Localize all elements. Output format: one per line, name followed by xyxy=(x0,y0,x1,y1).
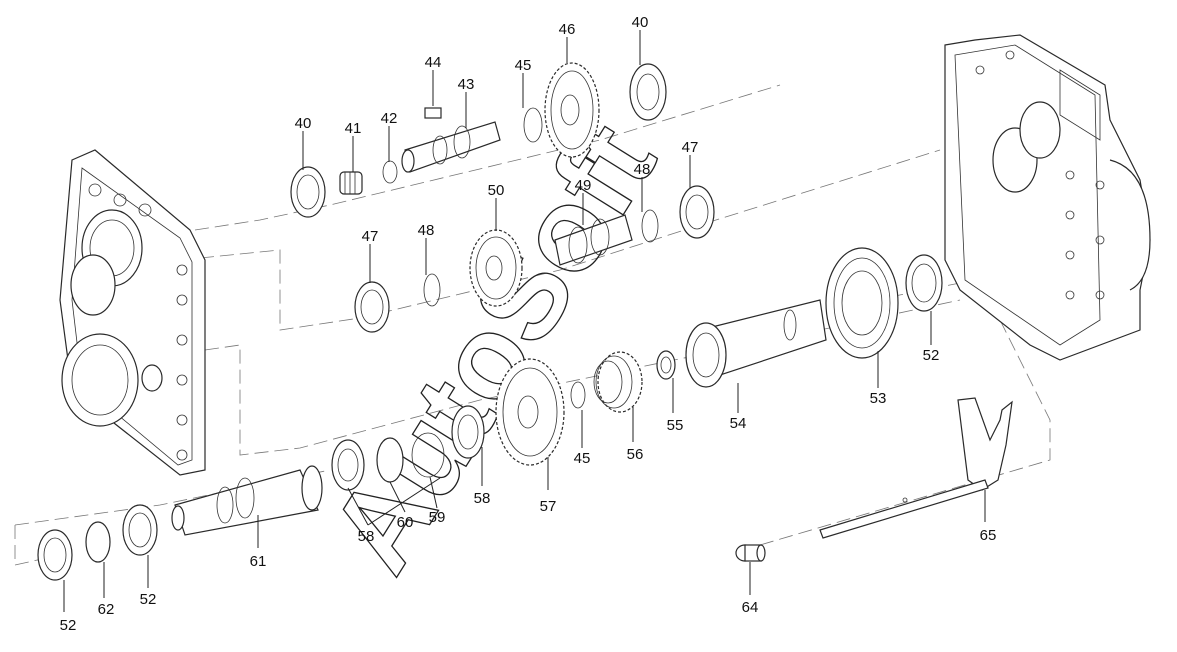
shaft-43 xyxy=(401,121,501,173)
callout-44: 44 xyxy=(425,54,442,71)
callout-42: 42 xyxy=(381,110,398,127)
callout-45-upper: 45 xyxy=(515,57,532,74)
gear-50 xyxy=(469,229,523,307)
callout-52-lower-right: 52 xyxy=(140,591,157,608)
callout-64: 64 xyxy=(742,599,759,616)
callout-45-lower: 45 xyxy=(574,450,591,467)
callout-61: 61 xyxy=(250,553,267,570)
callout-62: 62 xyxy=(98,601,115,618)
callout-49: 49 xyxy=(575,177,592,194)
left-housing-cover xyxy=(59,149,206,476)
callout-57: 57 xyxy=(540,498,557,515)
callout-52-upper: 52 xyxy=(923,347,940,364)
bearing-40-left xyxy=(290,166,326,218)
callout-41: 41 xyxy=(345,120,362,137)
bushing-64 xyxy=(735,544,766,562)
bearing-58-lower xyxy=(331,439,365,491)
shaft-49 xyxy=(554,214,633,266)
ring-62 xyxy=(85,521,111,563)
callout-48-right: 48 xyxy=(634,161,651,178)
right-main-housing xyxy=(944,34,1151,361)
snap-ring-48-right xyxy=(641,209,659,243)
bearing-40-right xyxy=(629,63,667,121)
callout-54: 54 xyxy=(730,415,747,432)
ring-55 xyxy=(656,350,676,380)
bearing-52-upper xyxy=(905,254,943,312)
bearing-47-right xyxy=(679,185,715,239)
callout-40-left: 40 xyxy=(295,115,312,132)
shift-fork-65 xyxy=(819,397,1013,539)
callout-52-lower-left: 52 xyxy=(60,617,77,634)
callout-58-upper: 58 xyxy=(474,490,491,507)
callout-65: 65 xyxy=(980,527,997,544)
bearing-52-lower-right xyxy=(122,504,158,556)
snap-ring-42 xyxy=(382,160,398,184)
gear-46 xyxy=(544,62,600,158)
callout-53: 53 xyxy=(870,390,887,407)
callout-59: 59 xyxy=(429,509,446,526)
bearing-47-left xyxy=(354,281,390,333)
shaft-61 xyxy=(171,465,323,536)
callout-47-left: 47 xyxy=(362,228,379,245)
callout-labels: 40 41 42 44 43 45 46 40 47 48 50 49 48 4… xyxy=(60,14,997,634)
callout-60: 60 xyxy=(397,514,414,531)
callout-58-lower: 58 xyxy=(358,528,375,545)
leader-lines xyxy=(63,30,986,612)
bearing-52-lower-left xyxy=(37,529,73,581)
bearing-53 xyxy=(825,247,899,359)
snap-ring-45-lower xyxy=(570,381,586,409)
callout-46: 46 xyxy=(559,21,576,38)
callout-56: 56 xyxy=(627,446,644,463)
callout-47-right: 47 xyxy=(682,139,699,156)
snap-ring-59 xyxy=(411,432,445,478)
key-44 xyxy=(424,107,442,119)
callout-48-left: 48 xyxy=(418,222,435,239)
callout-55: 55 xyxy=(667,417,684,434)
callout-40-right: 40 xyxy=(632,14,649,31)
gear-57 xyxy=(495,358,565,466)
ring-60 xyxy=(376,437,404,483)
needle-bearing-41 xyxy=(339,171,363,195)
snap-ring-48-left xyxy=(423,273,441,307)
callout-43: 43 xyxy=(458,76,475,93)
callout-50: 50 xyxy=(488,182,505,199)
shaft-54 xyxy=(685,299,827,388)
synchronizer-56 xyxy=(593,351,643,413)
snap-ring-45-upper xyxy=(523,107,543,143)
bearing-58-upper xyxy=(451,405,485,459)
